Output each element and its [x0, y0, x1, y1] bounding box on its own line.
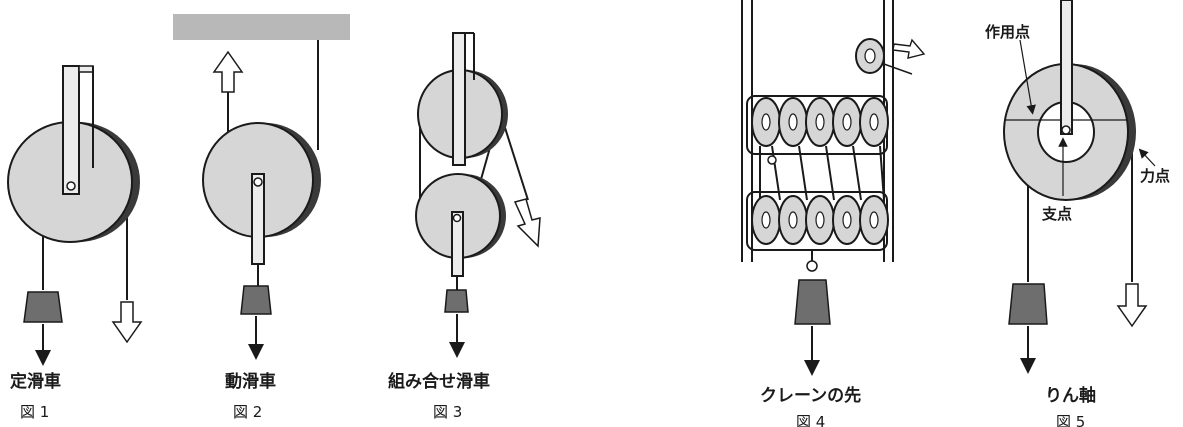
fulcrum-axle [1061, 125, 1071, 135]
figure-5-caption: りん軸 [1045, 385, 1096, 406]
support-rod [1060, 0, 1073, 135]
weight [23, 291, 63, 323]
figure-5-number: 図 5 [1056, 413, 1085, 427]
pull-arrow [892, 38, 926, 59]
pull-arrow [513, 198, 541, 248]
pull-arrow [111, 301, 143, 344]
weight [240, 285, 272, 315]
figure-3-number: 図 3 [433, 403, 462, 421]
figure-3-compound-pulley: 組み合せ滑車 図 3 [388, 32, 541, 421]
label-fulcrum: 支点 [1041, 205, 1072, 223]
figure-1-number: 図 1 [20, 403, 49, 421]
figure-2-movable-pulley: 動滑車 図 2 [173, 14, 350, 421]
figure-5-wheel-and-axle: 作用点 支点 力点 りん軸 図 5 [985, 0, 1170, 427]
support-bracket [62, 65, 80, 195]
figure-3-caption: 組み合せ滑車 [388, 371, 490, 392]
hanger-rod [251, 173, 265, 265]
ceiling [173, 14, 350, 40]
label-effort-point: 力点 [1140, 167, 1170, 185]
weight [1008, 283, 1048, 325]
axle [66, 181, 76, 191]
figure-1-fixed-pulley: 定滑車 図 1 [7, 65, 143, 421]
pull-arrow-up [212, 50, 244, 93]
pull-arrow [1116, 283, 1148, 328]
axle [253, 177, 263, 187]
figure-2-number: 図 2 [233, 403, 262, 421]
figure-2-caption: 動滑車 [225, 371, 276, 392]
weight [794, 279, 831, 325]
top-bracket [452, 32, 466, 166]
figure-1-caption: 定滑車 [10, 371, 61, 392]
figure-4-number: 図 4 [796, 413, 825, 427]
weight [444, 289, 469, 313]
label-action-point: 作用点 [985, 23, 1030, 41]
figure-4-crane-tip: クレーンの先 図 4 [741, 0, 926, 427]
hook [806, 260, 818, 272]
figure-4-caption: クレーンの先 [760, 385, 861, 406]
